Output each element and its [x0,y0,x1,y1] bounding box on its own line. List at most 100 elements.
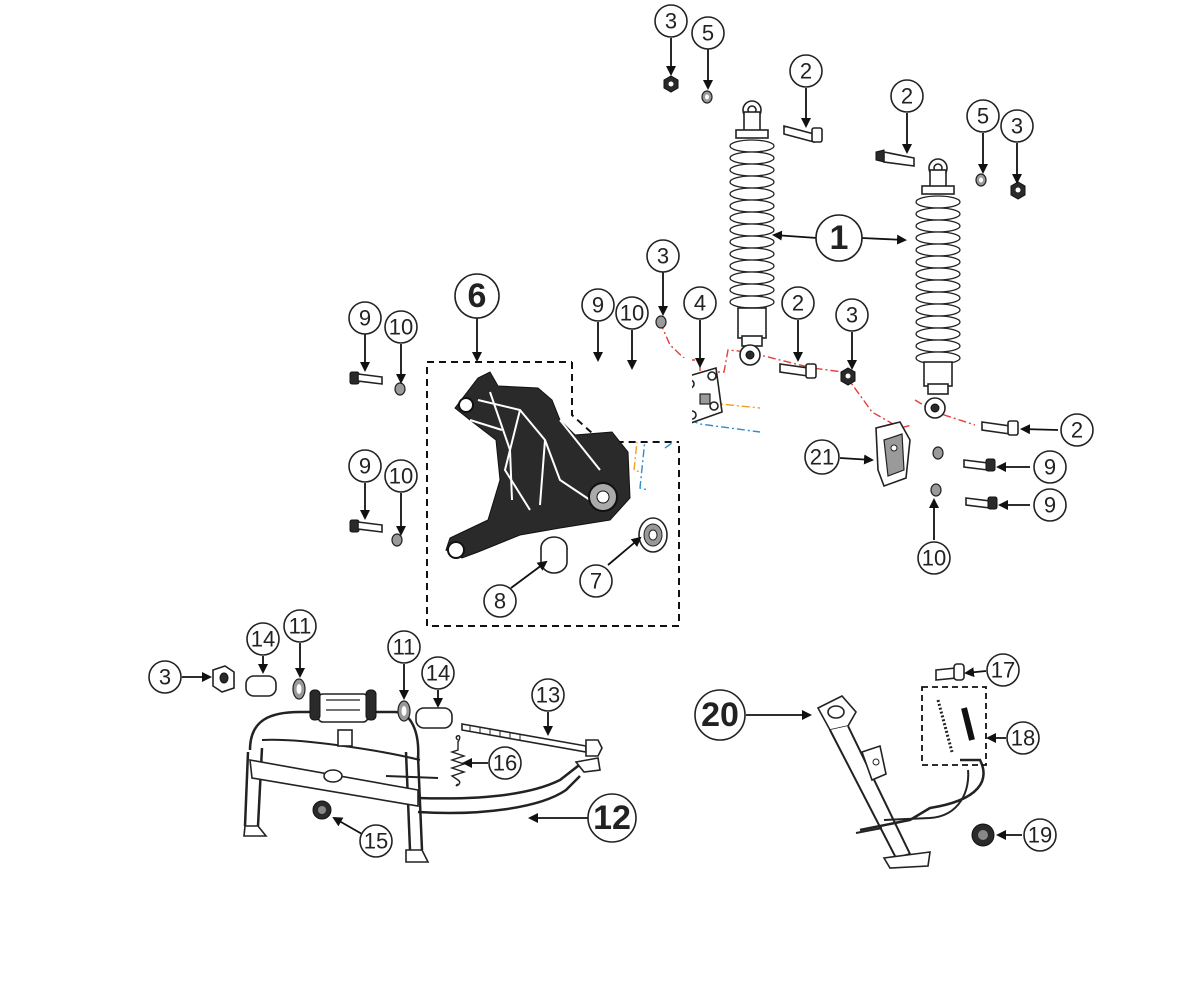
callout-10: 10 [384,310,418,344]
bolt-9-left-lower [349,519,383,533]
callout-21: 21 [804,439,840,475]
bushing-15 [312,800,332,820]
svg-text:10: 10 [620,301,644,326]
bolt-2-middle [779,363,817,379]
leader-lines [182,38,1059,840]
svg-text:12: 12 [593,799,631,837]
shock-absorber-right [915,158,961,419]
nut-3-top-left [663,75,679,93]
callout-4: 4 [683,286,717,320]
svg-text:11: 11 [393,635,416,660]
callout-10: 10 [384,459,418,493]
callout-9: 9 [581,288,615,322]
svg-text:9: 9 [359,454,371,479]
svg-text:17: 17 [991,658,1015,683]
spacer-14-right [415,707,453,729]
spring-16 [449,735,467,787]
callout-12: 12 [587,793,637,843]
svg-text:10: 10 [922,546,946,571]
svg-text:4: 4 [694,291,706,316]
callout-3: 3 [654,4,688,38]
svg-text:14: 14 [251,627,275,652]
svg-text:18: 18 [1011,726,1035,751]
callout-13: 13 [531,678,565,712]
svg-text:11: 11 [289,614,312,639]
bolt-9-left-upper [349,371,383,385]
callout-10: 10 [917,541,951,575]
callout-3: 3 [646,239,680,273]
svg-text:2: 2 [800,59,812,84]
callout-9: 9 [348,301,382,335]
shock-absorber-left [729,100,775,366]
washer-10-left-upper [394,382,406,396]
callout-9: 9 [1033,488,1067,522]
svg-text:14: 14 [426,661,450,686]
callout-8: 8 [483,584,517,618]
callout-11: 11 [283,609,317,643]
swing-arm-6 [426,358,692,627]
svg-text:3: 3 [657,244,669,269]
svg-text:20: 20 [701,696,739,734]
callouts: 3 5 2 2 5 3 1 3 6 9 10 9 10 4 2 3 9 10 2… [148,4,1094,858]
washer-5-top-left [701,90,713,104]
nut-3-stand [212,665,235,693]
svg-text:1: 1 [830,219,849,257]
callout-14: 14 [246,622,280,656]
callout-2: 2 [781,286,815,320]
nut-3-top-right [1010,181,1026,200]
bolt-17 [935,663,965,681]
washer-5-top-right [975,173,987,187]
callout-3: 3 [148,660,182,694]
bolt-2-top-right [875,149,915,167]
washer-11-right [397,700,411,722]
bushing-19 [971,823,995,847]
svg-text:3: 3 [665,9,677,34]
callout-1: 1 [815,214,863,262]
svg-text:2: 2 [792,291,804,316]
bushing-8 [540,536,568,574]
callout-20: 20 [694,689,746,741]
side-stand-20 [816,695,985,869]
nut-3-middle-right [840,367,856,386]
callout-2: 2 [789,54,823,88]
svg-text:2: 2 [1071,418,1083,443]
swing-arm-group-box [426,361,680,627]
callout-5: 5 [966,99,1000,133]
svg-text:9: 9 [359,306,371,331]
bolt-9-right-lower [965,496,998,510]
callout-3: 3 [1000,109,1034,143]
callout-2: 2 [890,79,924,113]
svg-text:3: 3 [1011,114,1023,139]
washer-10-right-lower [930,483,942,497]
bearing-7 [638,517,668,553]
svg-text:9: 9 [592,293,604,318]
svg-text:16: 16 [493,751,517,776]
main-stand-12 [243,689,601,863]
svg-text:10: 10 [389,464,413,489]
callout-11: 11 [387,630,421,664]
callout-14: 14 [421,656,455,690]
callout-6: 6 [454,273,500,319]
svg-text:19: 19 [1028,823,1052,848]
callout-15: 15 [359,824,393,858]
bolt-9-right-upper [963,458,996,472]
callout-10: 10 [615,296,649,330]
svg-text:5: 5 [702,21,714,46]
callout-7: 7 [579,564,613,598]
callout-9: 9 [1033,450,1067,484]
bolt-2-top-left [783,124,823,144]
washer-11-left [292,678,306,700]
spring-kit-18 [921,686,987,766]
pivot-bolt-13 [461,723,603,757]
nut-3-middle [655,315,667,329]
callout-18: 18 [1006,721,1040,755]
bolt-2-right [981,420,1019,436]
washer-10-right-upper [932,446,944,460]
svg-text:8: 8 [494,589,506,614]
callout-3: 3 [835,298,869,332]
bracket-21 [875,421,911,488]
svg-text:6: 6 [468,277,487,315]
svg-text:9: 9 [1044,455,1056,480]
callout-17: 17 [986,653,1020,687]
